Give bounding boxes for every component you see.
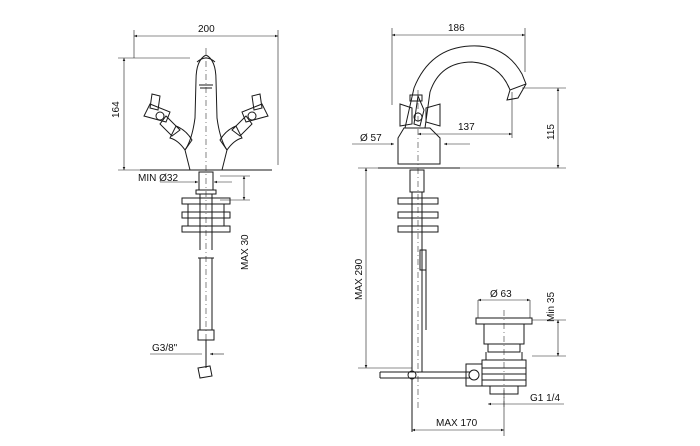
front-height-dim: 164 xyxy=(111,101,122,118)
faucet-spout xyxy=(404,45,527,129)
waste-valve: Ø 63 Min 35 G1 1/4 xyxy=(465,289,566,410)
right-cross-handle xyxy=(219,93,269,151)
side-view: 186 Ø 57 137 115 MAX 290 xyxy=(352,23,566,436)
side-base-dia-dim: Ø 57 xyxy=(360,133,382,144)
valve-min-height-dim: Min 35 xyxy=(546,292,557,322)
faucet-body xyxy=(184,54,228,171)
valve-dia-dim: Ø 63 xyxy=(490,289,512,300)
valve-thread-dim: G1 1/4 xyxy=(530,393,560,404)
side-rod-length-dim: MAX 170 xyxy=(436,418,478,429)
front-width-dim: 200 xyxy=(198,24,215,35)
side-total-height-dim: MAX 290 xyxy=(354,258,365,300)
side-width-dim: 186 xyxy=(448,23,465,34)
front-thread-dim: G3/8" xyxy=(152,343,178,354)
side-height-dim: 115 xyxy=(546,124,557,140)
front-hole-dim: MIN Ø32 xyxy=(138,173,178,184)
front-thickness-dim: MAX 30 xyxy=(240,234,251,270)
front-view: 200 164 xyxy=(111,24,279,379)
left-cross-handle xyxy=(143,93,193,151)
side-reach-dim: 137 xyxy=(458,122,475,133)
